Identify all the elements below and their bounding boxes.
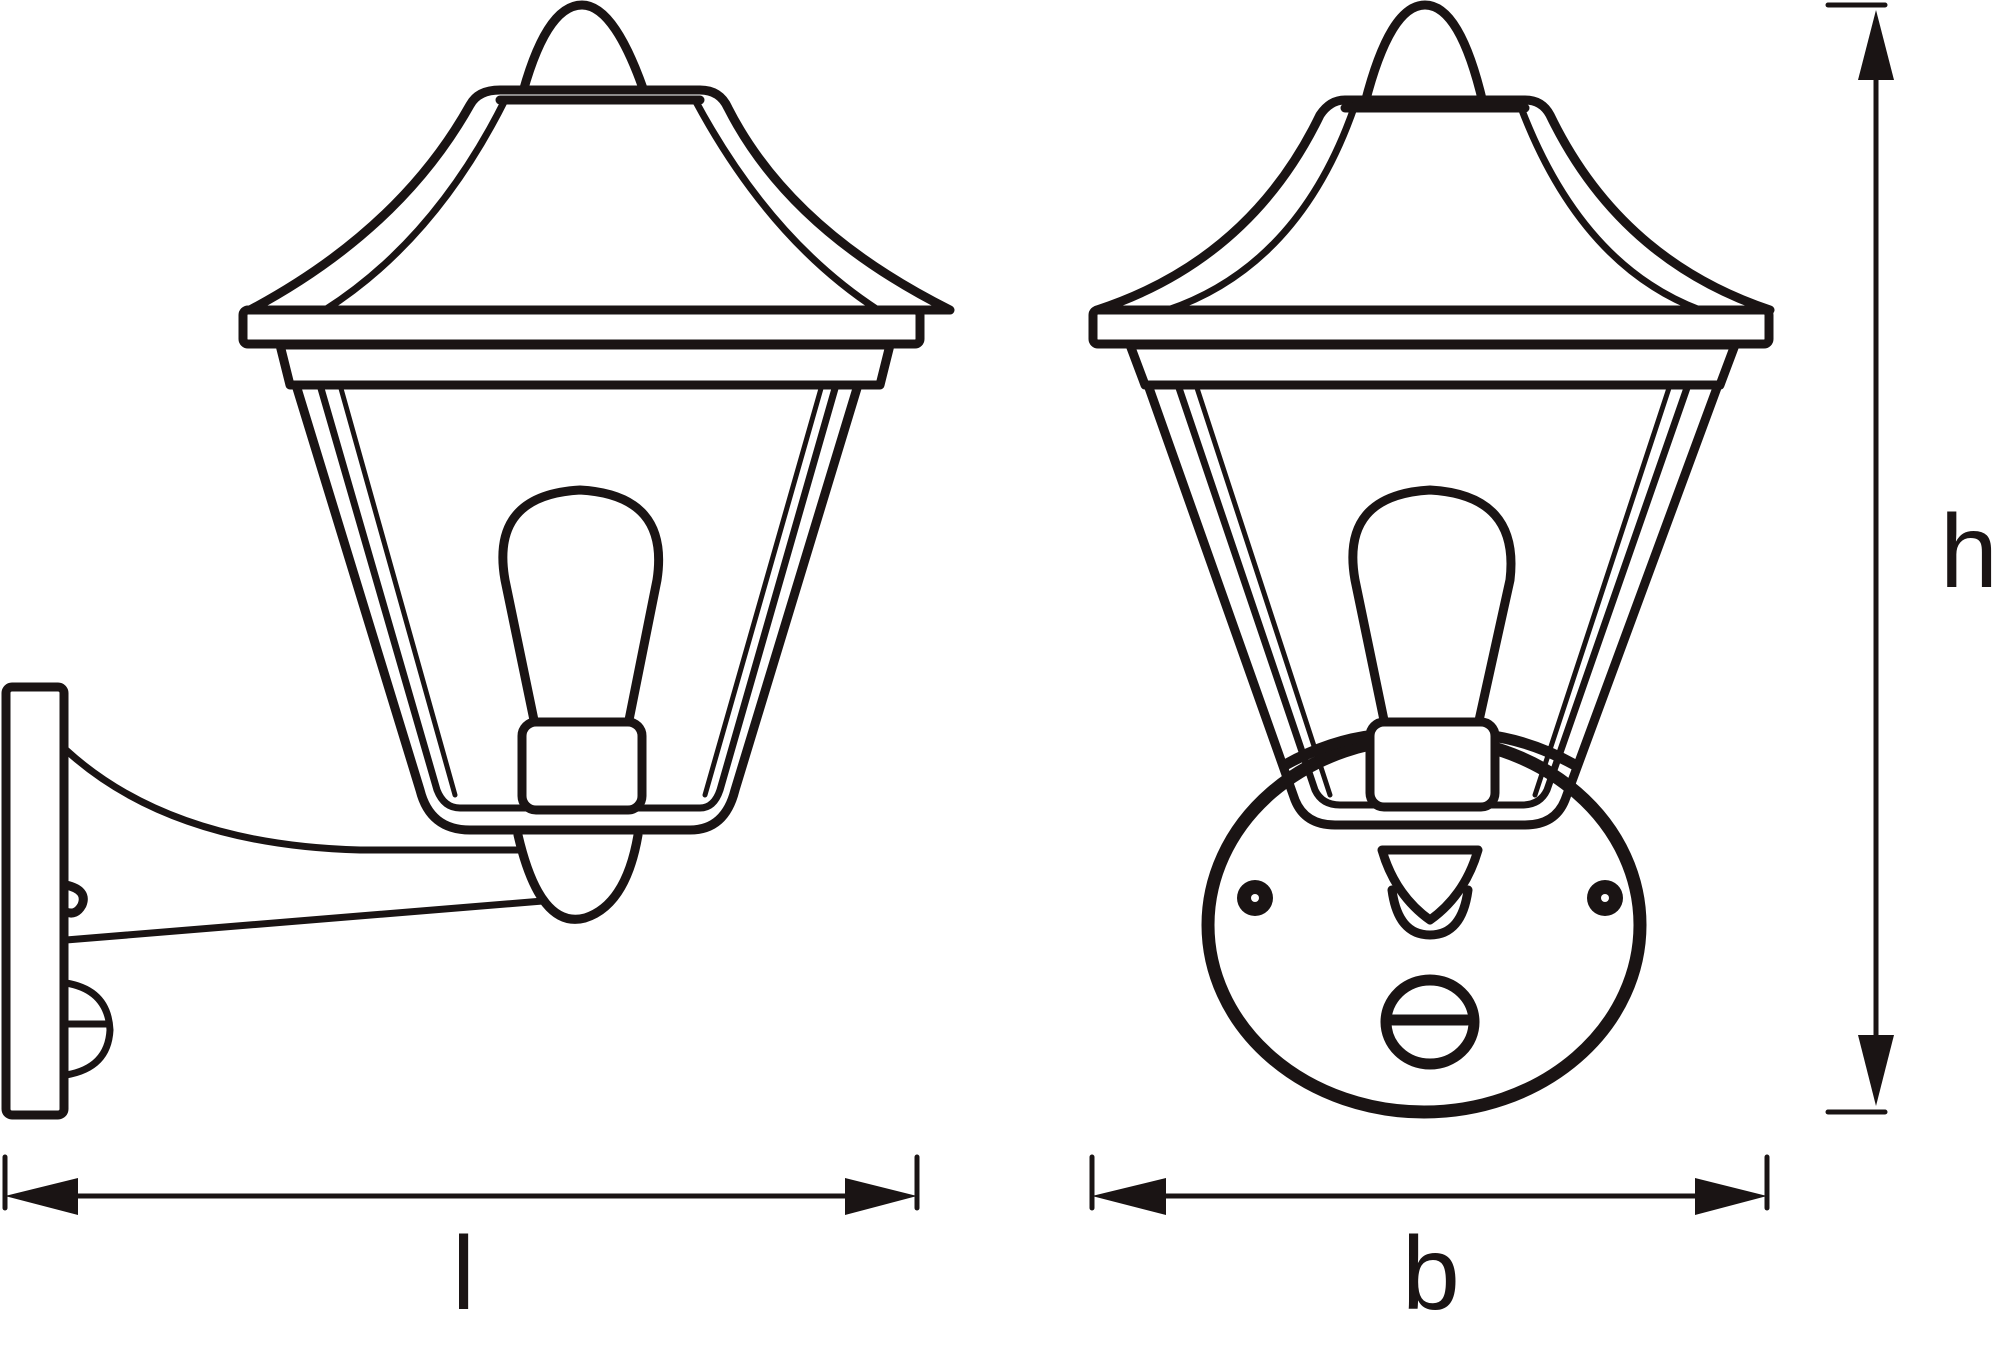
screw-side [61, 880, 88, 918]
width-label: b [1402, 1216, 1460, 1332]
arrowhead-up [1858, 10, 1894, 80]
collar-side [275, 340, 895, 390]
lantern-side [238, 0, 955, 835]
dimension-height [1825, 2, 1894, 1115]
length-label: l [452, 1216, 476, 1332]
wall-plate [1, 682, 69, 1120]
dimension-width [1089, 1154, 1770, 1215]
cap-front [1092, 95, 1775, 315]
screw-left [1237, 880, 1273, 916]
bottom-finial-side [513, 830, 643, 924]
side-view [1, 0, 955, 1120]
mounting-arm [62, 746, 559, 944]
screw-right [1587, 880, 1623, 916]
cap-side [245, 85, 955, 315]
arrowhead-left [1092, 1178, 1166, 1215]
bulb-side [498, 485, 664, 730]
lamp-holder-side [517, 717, 647, 815]
bottom-finial-front [1377, 845, 1483, 940]
arrowhead-down [1858, 1035, 1894, 1106]
arrowhead-right [845, 1178, 917, 1215]
frame-outer-front [1143, 380, 1723, 830]
dimension-length [2, 1154, 920, 1215]
frame-outer-side [291, 380, 863, 835]
height-label: h [1940, 494, 1998, 610]
collar-front [1125, 340, 1740, 390]
top-finial-side [515, 0, 653, 108]
motion-sensor-side [62, 979, 114, 1079]
top-finial-front [1360, 0, 1488, 108]
cap-rim-front [1088, 305, 1774, 349]
lantern-front [1088, 0, 1775, 830]
arrowhead-right [1695, 1178, 1767, 1215]
arrowhead-left [5, 1178, 78, 1215]
front-view [1088, 0, 1775, 1119]
lamp-holder-front [1365, 717, 1500, 812]
motion-sensor-front [1380, 974, 1480, 1070]
bulb-front [1348, 485, 1516, 730]
cap-rim-side [238, 305, 925, 349]
